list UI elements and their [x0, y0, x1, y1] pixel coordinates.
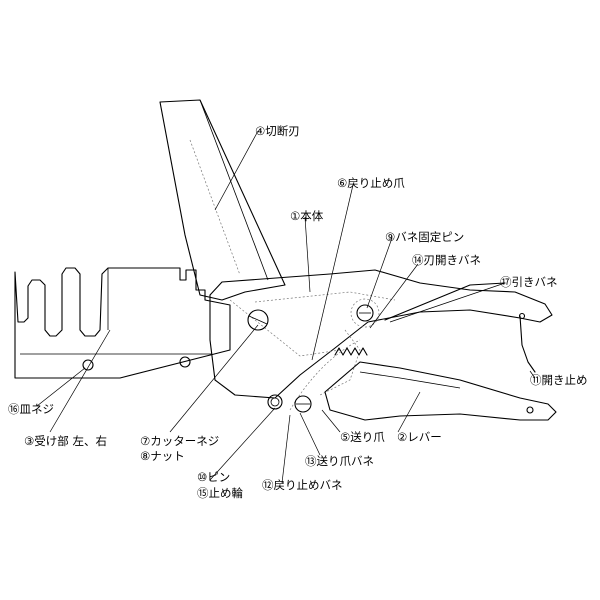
- cutter-screw-part: [247, 309, 269, 331]
- label-receiver: ③受け部 左、右: [24, 434, 107, 448]
- part-labels: ④切断刃 ⑥戻り止め爪 ①本体 ⑨バネ固定ピン ⑭刃開きバネ ⑰引きバネ ⑪開き…: [8, 124, 588, 500]
- blade-spring-part: [334, 347, 368, 356]
- spring-pin-part: [350, 298, 380, 328]
- label-blade-spring: ⑭刃開きバネ: [412, 253, 481, 267]
- pull-spring-part: [384, 282, 536, 373]
- lever-part: [324, 361, 557, 421]
- pin-part: [267, 394, 283, 410]
- receiver-part: [14, 267, 231, 379]
- label-retaining-ring: ⑮止め輪: [197, 486, 243, 500]
- label-pin: ⑩ピン: [197, 470, 230, 484]
- label-lever: ②レバー: [397, 430, 442, 444]
- label-return-pawl: ⑥戻り止め爪: [337, 176, 405, 190]
- label-return-pawl-spring: ⑫戻り止めバネ: [262, 478, 343, 492]
- label-cutter-screw: ⑦カッターネジ: [140, 434, 219, 448]
- label-plate-screw: ⑯皿ネジ: [8, 402, 54, 416]
- leader-lines: [36, 130, 536, 484]
- label-feed-pawl-spring: ⑬送り爪バネ: [305, 454, 374, 468]
- label-pull-spring: ⑰引きバネ: [500, 275, 558, 289]
- label-feed-pawl: ⑤送り爪: [340, 430, 385, 444]
- label-nut: ⑧ナット: [140, 449, 185, 463]
- plate-screw-part: [82, 356, 191, 371]
- feed-pawl-part: [289, 339, 361, 413]
- cutting-blade-part: [159, 99, 286, 301]
- label-spring-pin: ⑨バネ固定ピン: [385, 230, 464, 244]
- label-body: ①本体: [290, 209, 324, 223]
- label-open-stop: ⑪開き止め: [530, 373, 588, 387]
- label-cutting-blade: ④切断刃: [255, 124, 300, 138]
